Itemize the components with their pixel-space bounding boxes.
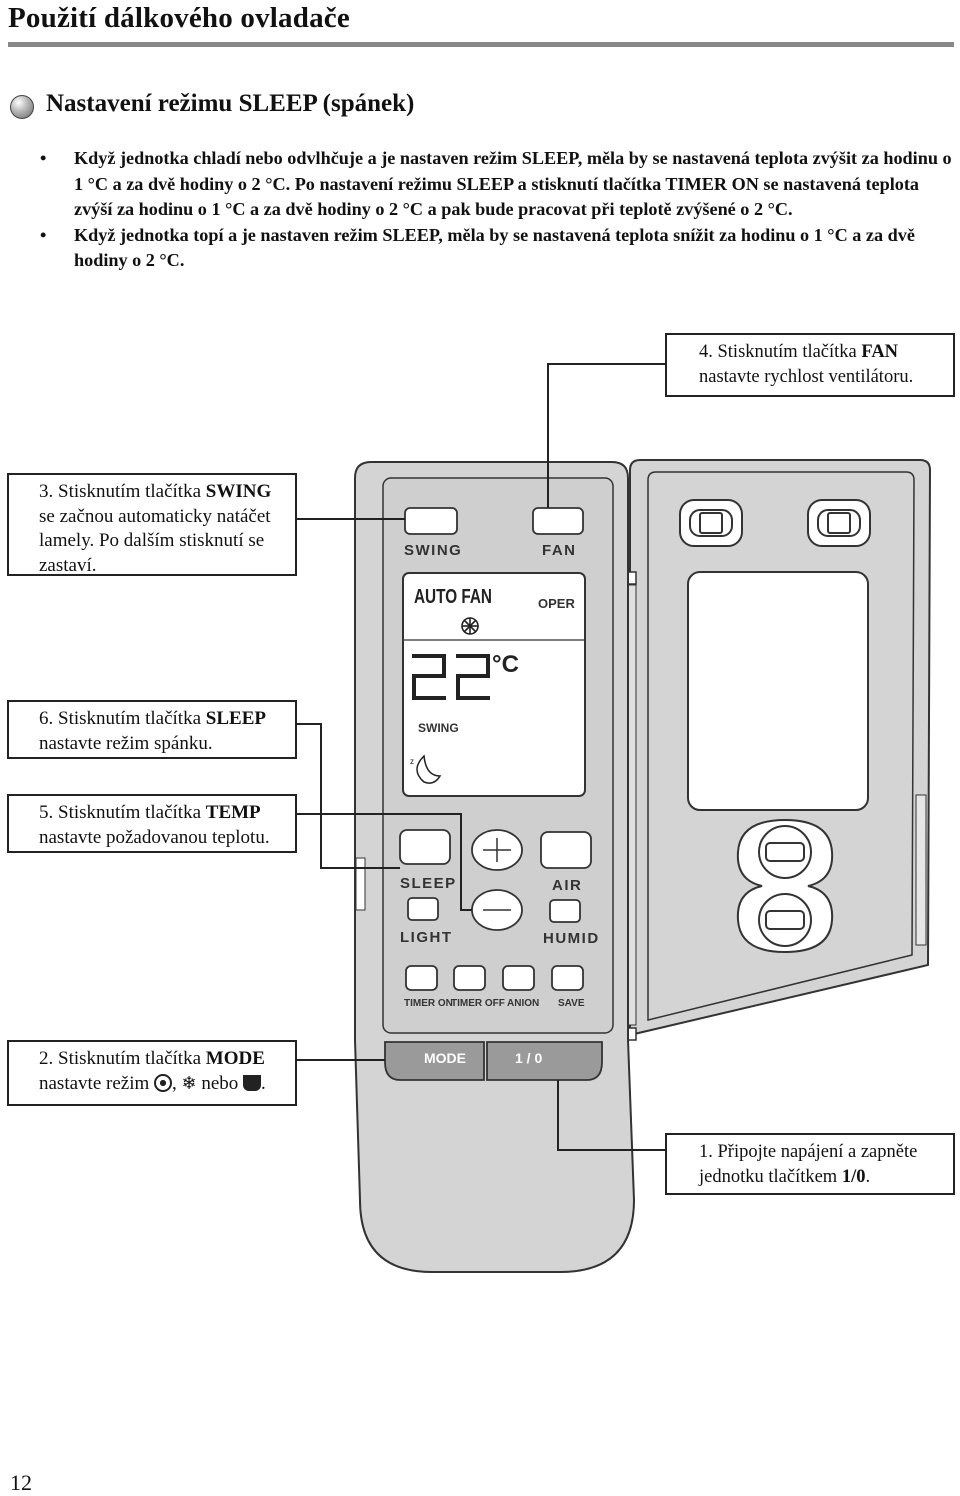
light-button [407, 897, 439, 921]
callout-sleep-bold: SLEEP [205, 708, 266, 729]
bullet-item-cooling: Když jednotka chladí nebo odvlhčuje a je… [38, 146, 958, 223]
lcd-unit: °C [492, 651, 519, 678]
timer-on-label: TIMER ON [404, 998, 453, 1009]
callout-power-bold: 1/0 [841, 1166, 866, 1187]
humid-button-label: HUMID [543, 930, 600, 947]
callout-swing-post: se začnou automaticky natáčet lamely. Po… [39, 505, 271, 576]
anion-button [502, 965, 535, 991]
power-button-label: 1 / 0 [515, 1050, 542, 1066]
swing-button-label: SWING [404, 542, 462, 559]
callout-power-post: . [865, 1166, 871, 1187]
timer-off-button [453, 965, 486, 991]
lcd-display [402, 572, 586, 797]
callout-mode-end: . [261, 1072, 266, 1094]
lcd-oper: OPER [538, 596, 575, 611]
humid-button [549, 899, 581, 923]
light-button-label: LIGHT [400, 929, 453, 946]
page-title: Použití dálkového ovladače [8, 2, 350, 34]
lcd-temperature-digits [412, 654, 490, 700]
sleep-button [399, 829, 451, 865]
save-button [551, 965, 584, 991]
callout-swing-pre: 3. Stisknutím tlačítka [39, 481, 206, 502]
callout-sleep-pre: 6. Stisknutím tlačítka [39, 708, 206, 729]
lcd-fan-mode: AUTO FAN [414, 586, 492, 608]
cover-window [687, 571, 869, 811]
callout-fan-pre: 4. Stisknutím tlačítka [699, 342, 862, 362]
callout-sleep: 6. Stisknutím tlačítka SLEEP nastavte re… [7, 700, 297, 759]
callout-swing-bold: SWING [205, 481, 272, 502]
callout-power-pre: 1. Připojte napájení a zapněte jednotku … [699, 1142, 918, 1187]
air-button [540, 831, 592, 869]
callout-mode-bold: MODE [205, 1048, 265, 1069]
swing-button [404, 507, 458, 535]
sleep-button-label: SLEEP [400, 875, 457, 892]
callout-temp: 5. Stisknutím tlačítka TEMP nastavte pož… [7, 794, 297, 853]
bullet-item-heating: Když jednotka topí a je nastaven režim S… [38, 223, 958, 274]
callout-sleep-post: nastavte režim spánku. [39, 732, 213, 754]
lcd-snowflake-icon [461, 617, 479, 635]
callout-swing: 3. Stisknutím tlačítka SWING se začnou a… [7, 473, 297, 576]
heat-mode-icon [154, 1073, 173, 1092]
callout-mode: 2. Stisknutím tlačítka MODE nastavte rež… [7, 1040, 297, 1106]
save-label: SAVE [558, 998, 585, 1009]
cool-mode-icon: ❄ [181, 1072, 197, 1094]
mode-button [384, 1041, 485, 1081]
callout-mode-post: nastavte režim [39, 1072, 155, 1094]
callout-fan-post: nastavte rychlost ventilátoru. [699, 366, 914, 387]
callout-fan: 4. Stisknutím tlačítka FAN nastavte rych… [665, 333, 955, 397]
page-number: 12 [10, 1470, 32, 1495]
cover-battery-shape [736, 818, 834, 954]
lcd-sleep-moon-icon: z [410, 754, 442, 784]
callout-fan-bold: FAN [861, 342, 899, 362]
air-button-label: AIR [552, 877, 582, 894]
title-rule [8, 42, 954, 47]
cover-clip-right [807, 499, 871, 547]
section-heading: Nastavení režimu SLEEP (spánek) [46, 90, 415, 117]
dry-mode-icon [243, 1074, 262, 1091]
callout-mode-sep2: nebo [196, 1072, 244, 1094]
cover-clip-left [679, 499, 743, 547]
fan-button [532, 507, 584, 535]
callout-mode-sep1: , [172, 1072, 182, 1094]
timer-off-label: TIMER OFF [451, 998, 505, 1009]
bullet-list: Když jednotka chladí nebo odvlhčuje a je… [38, 146, 958, 274]
callout-mode-pre: 2. Stisknutím tlačítka [39, 1048, 206, 1069]
section-bullet-icon [10, 95, 34, 119]
lcd-swing: SWING [418, 721, 459, 735]
fan-button-label: FAN [542, 542, 577, 559]
callout-temp-bold: TEMP [205, 802, 261, 823]
svg-text:z: z [410, 757, 414, 766]
callout-power: 1. Připojte napájení a zapněte jednotku … [665, 1133, 955, 1195]
callout-temp-post: nastavte požadovanou teplotu. [39, 826, 270, 848]
mode-button-label: MODE [424, 1050, 466, 1066]
callout-temp-pre: 5. Stisknutím tlačítka [39, 802, 206, 823]
power-button [486, 1041, 603, 1081]
anion-label: ANION [507, 998, 539, 1009]
timer-on-button [405, 965, 438, 991]
leader-lines [297, 363, 665, 1151]
